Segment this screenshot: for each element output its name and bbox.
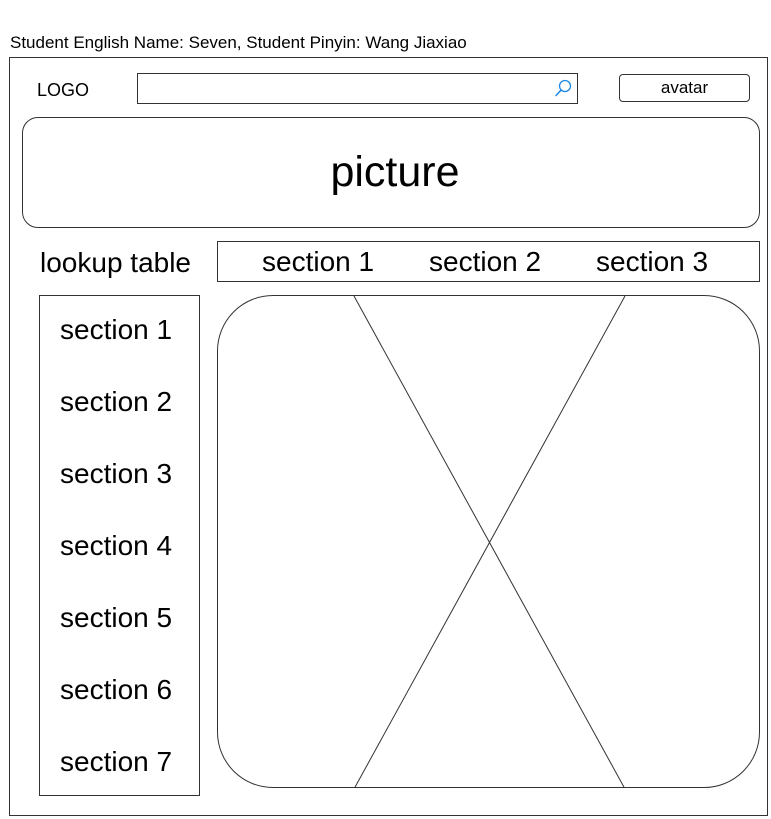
sidebar-item-section-4[interactable]: section 4 [60,530,173,561]
search-bar[interactable] [137,73,578,104]
tab-section-3[interactable]: section 3 [596,246,709,277]
sidebar-item-section-5[interactable]: section 5 [60,602,173,633]
tab-section-1[interactable]: section 1 [262,246,375,277]
lookup-table-sidebar: section 1 section 2 section 3 section 4 … [39,295,200,796]
wireframe-container [9,57,768,816]
placeholder-cross-icon [353,296,626,787]
tab-bar: section 1 section 2 section 3 [217,241,760,282]
sidebar-item-section-7[interactable]: section 7 [60,746,173,777]
sidebar-item-section-3[interactable]: section 3 [60,458,173,489]
sidebar-item-section-6[interactable]: section 6 [60,674,173,705]
logo[interactable]: LOGO [37,80,90,100]
lookup-table-title: lookup table [40,247,192,278]
sidebar-item-section-1[interactable]: section 1 [60,314,173,345]
cross-line-ascending [354,296,626,787]
search-input[interactable] [142,76,547,101]
search-icon[interactable] [553,78,573,98]
banner-label: picture [330,147,460,196]
page-caption: Student English Name: Seven, Student Pin… [10,33,467,52]
sidebar-item-section-2[interactable]: section 2 [60,386,173,417]
avatar-button[interactable]: avatar [619,74,750,102]
content-placeholder [217,295,760,788]
tab-section-2[interactable]: section 2 [429,246,542,277]
banner-picture: picture [22,117,760,228]
